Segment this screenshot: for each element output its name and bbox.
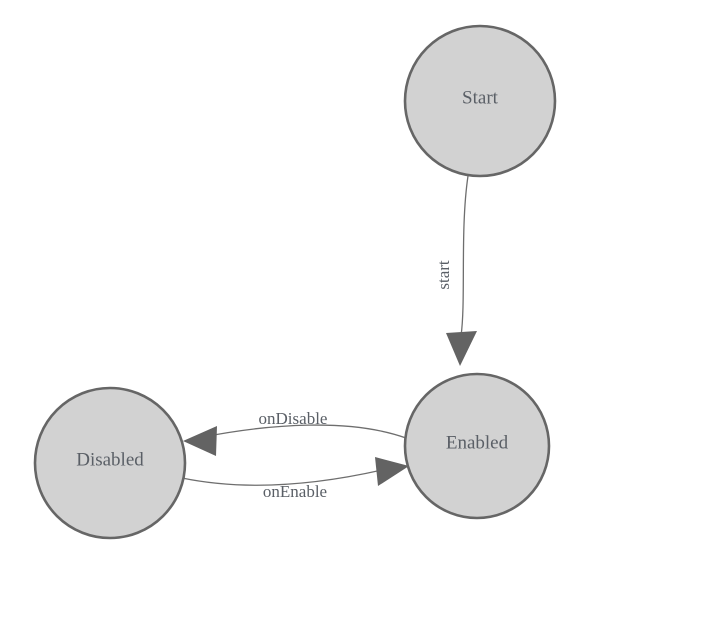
arrowhead-into-enabled-left [375,457,409,486]
edge-enabled-to-disabled-line [202,424,407,439]
state-node-disabled[interactable]: Disabled [33,386,187,540]
enabled-node-label: Enabled [446,432,509,453]
edge-enabled-to-disabled[interactable] [183,424,407,456]
state-node-enabled[interactable]: Enabled [403,372,551,520]
edge-disabled-to-enabled-line [181,469,383,486]
start-node-circle [403,24,557,178]
arrowhead-into-enabled-top [446,331,477,366]
arrowhead-into-disabled [183,426,217,456]
edge-start-to-enabled-line [460,175,469,337]
edge-label-on-disable: onDisable [259,409,328,428]
edge-label-on-enable: onEnable [263,482,327,501]
state-node-start[interactable]: Start [403,24,557,178]
edge-start-to-enabled[interactable] [446,175,477,366]
edge-disabled-to-enabled[interactable] [181,457,409,486]
disabled-node-circle [33,386,187,540]
edge-label-start: start [434,260,453,290]
disabled-node-label: Disabled [76,449,144,470]
start-node-label: Start [462,87,499,108]
enabled-node-circle [403,372,551,520]
